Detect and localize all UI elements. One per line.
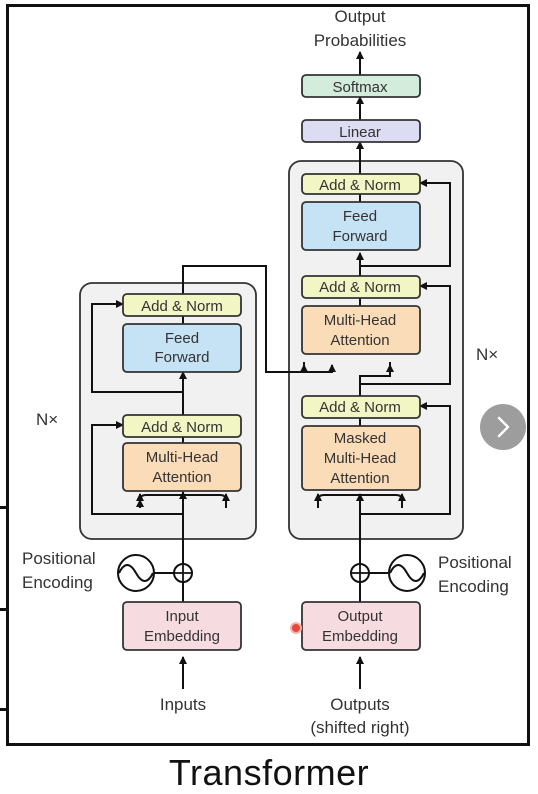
- output-probabilities-label-2: Probabilities: [314, 31, 407, 50]
- decoder-masked-label-2: Multi-Head: [324, 450, 397, 467]
- decoder-masked-label-1: Masked: [334, 430, 387, 447]
- encoder-pos-enc-label-1: Positional: [22, 549, 96, 568]
- softmax-label: Softmax: [332, 79, 388, 96]
- decoder-add-norm-top-box: [301, 173, 421, 195]
- output-embedding-label-2: Embedding: [322, 628, 398, 645]
- encoder-pos-enc-label-2: Encoding: [22, 573, 93, 592]
- connectors: [91, 51, 451, 689]
- left-edge-tick-1: [0, 506, 8, 509]
- output-embedding-box: [301, 601, 421, 651]
- encoder-feed-forward-label-1: Feed: [165, 330, 199, 347]
- encoder-stack: [79, 282, 257, 540]
- output-embedding-label-1: Output: [337, 608, 383, 625]
- encoder-add-norm-bottom-box: [122, 414, 242, 438]
- softmax-box: [301, 74, 421, 98]
- encoder-sine-wave: [118, 564, 154, 582]
- decoder-pos-enc-label-1: Positional: [438, 553, 512, 572]
- encoder-add-icon-plus: [175, 565, 191, 581]
- decoder-repeat-label: N×: [476, 345, 498, 364]
- encoder-repeat-label: N×: [36, 410, 58, 429]
- outputs-label-1: Outputs: [330, 695, 390, 714]
- decoder-add-norm-mid-box: [301, 275, 421, 299]
- decoder-add-norm-mid-label: Add & Norm: [319, 279, 401, 296]
- input-embedding-label-1: Input: [165, 608, 199, 625]
- decoder-add-norm-bottom-label: Add & Norm: [319, 399, 401, 416]
- encoder-feed-forward-box: [122, 323, 242, 373]
- decoder-attention-label-2: Attention: [330, 332, 389, 349]
- decoder-attention-box: [301, 305, 421, 355]
- decoder-masked-label-3: Attention: [330, 470, 389, 487]
- input-embedding-box: [122, 601, 242, 651]
- decoder-add-norm-bottom-box: [301, 395, 421, 419]
- output-probabilities-label-1: Output: [334, 7, 385, 26]
- chevron-right-icon: [497, 416, 510, 438]
- encoder-attention-label-1: Multi-Head: [146, 449, 219, 466]
- encoder-add-norm-top-box: [122, 293, 242, 317]
- outputs-label-2: (shifted right): [310, 718, 409, 737]
- cursor-pointer-dot: [290, 622, 302, 634]
- decoder-feed-forward-box: [301, 201, 421, 251]
- inputs-label: Inputs: [160, 695, 206, 714]
- left-edge-tick-2: [0, 608, 8, 611]
- decoder-sine-wave: [389, 564, 425, 582]
- encoder-attention-box: [122, 442, 242, 492]
- figure-caption: Transformer: [168, 752, 370, 793]
- linear-label: Linear: [339, 124, 381, 141]
- encoder-attention-label-2: Attention: [152, 469, 211, 486]
- encoder-add-norm-top-label: Add & Norm: [141, 298, 223, 315]
- linear-box: [301, 119, 421, 143]
- next-slide-button[interactable]: [480, 404, 526, 450]
- decoder-add-norm-top-label: Add & Norm: [319, 177, 401, 194]
- encoder-add-norm-bottom-label: Add & Norm: [141, 419, 223, 436]
- input-embedding-label-2: Embedding: [144, 628, 220, 645]
- decoder-add-icon-plus: [352, 565, 368, 581]
- decoder-feed-forward-label-1: Feed: [343, 208, 377, 225]
- decoder-attention-label-1: Multi-Head: [324, 312, 397, 329]
- left-edge-tick-3: [0, 708, 8, 711]
- encoder-feed-forward-label-2: Forward: [154, 349, 209, 366]
- decoder-masked-attention-box: [301, 425, 421, 491]
- decoder-pos-enc-label-2: Encoding: [438, 577, 509, 596]
- decoder-feed-forward-label-2: Forward: [332, 228, 387, 245]
